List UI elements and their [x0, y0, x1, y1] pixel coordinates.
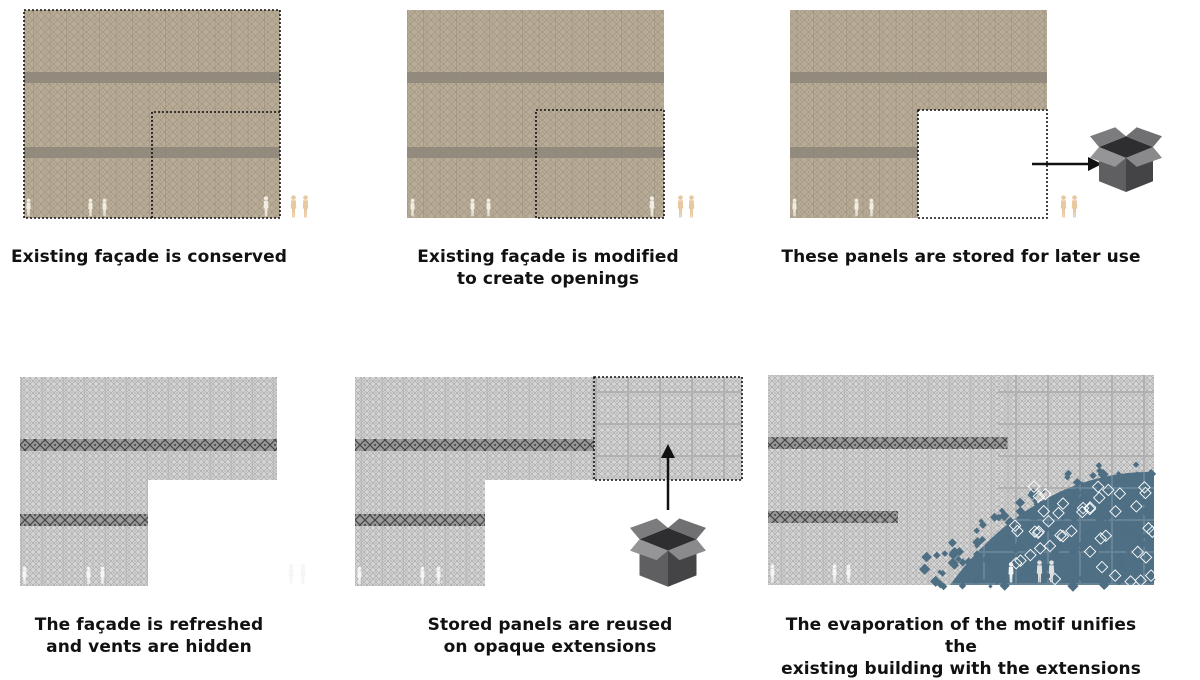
caption: Existing façade is modified to create op…: [417, 247, 679, 289]
modified-facade-figure: [407, 10, 695, 219]
person-figure-icon: [1060, 195, 1078, 218]
panel-6: The evaporation of the motif unifies the…: [760, 360, 1200, 679]
reused-panels-figure: [355, 376, 743, 587]
existing-facade-figure: [23, 9, 309, 219]
arrow-right-icon: [1032, 157, 1102, 171]
caption: The façade is refreshed and vents are hi…: [34, 615, 264, 657]
storage-box-icon: [630, 518, 706, 587]
panel-4: The façade is refreshed and vents are hi…: [0, 360, 390, 668]
person-figure-icon: [290, 195, 309, 218]
caption: These panels are stored for later use: [781, 247, 1141, 267]
arrow-up-icon: [661, 444, 675, 510]
panel-3: These panels are stored for later use: [780, 0, 1200, 300]
storage-box-icon: [1090, 127, 1162, 193]
caption: Existing façade is conserved: [10, 247, 288, 267]
refreshed-facade-figure: [20, 377, 306, 586]
caption: The evaporation of the motif unifies the…: [781, 615, 1141, 679]
evaporation-motif-figure: [768, 375, 1159, 592]
panel-5: Stored panels are reused on opaque exten…: [340, 360, 760, 668]
panel-2: Existing façade is modified to create op…: [390, 0, 780, 300]
stored-panels-figure: [790, 10, 1162, 219]
panel-1: Existing façade is conserved: [0, 0, 390, 300]
person-figure-icon: [677, 195, 695, 218]
caption: Stored panels are reused on opaque exten…: [427, 615, 673, 657]
